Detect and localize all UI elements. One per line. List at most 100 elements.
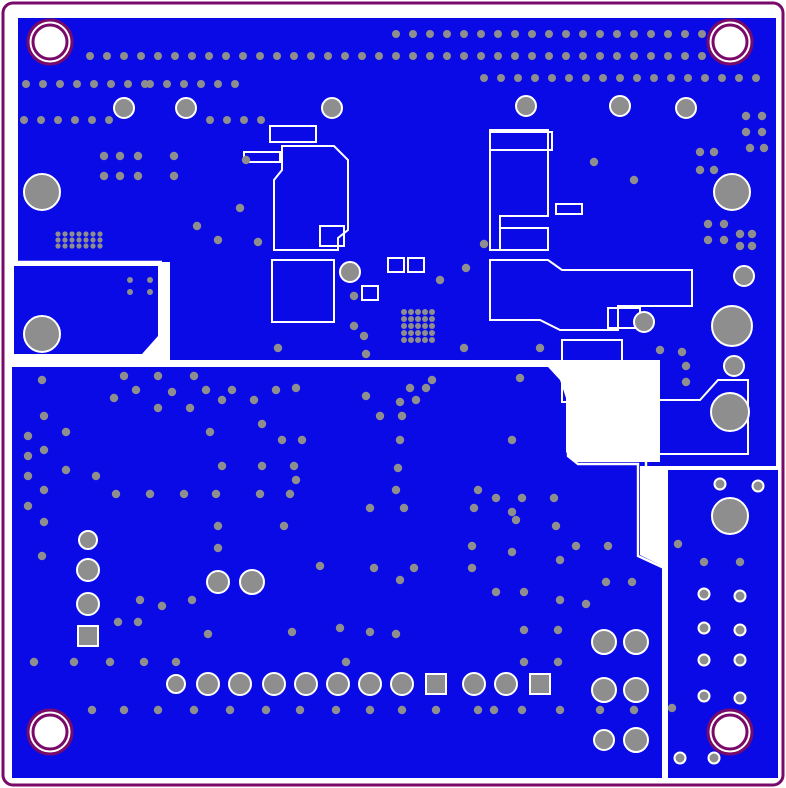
header-pin <box>477 52 485 60</box>
via <box>273 343 283 353</box>
via <box>231 80 239 88</box>
header-pin <box>392 30 400 38</box>
via <box>757 127 767 137</box>
via <box>171 657 181 667</box>
via <box>287 627 297 637</box>
header-pin <box>647 52 655 60</box>
via <box>253 237 263 247</box>
mounting-hole-ring <box>31 713 69 751</box>
via <box>169 171 179 181</box>
via <box>163 80 171 88</box>
via <box>431 705 441 715</box>
header-pin <box>480 74 488 82</box>
via <box>69 657 79 667</box>
via <box>473 485 483 495</box>
via <box>408 323 414 329</box>
round-pad <box>228 672 252 696</box>
via <box>719 219 729 229</box>
via <box>105 116 113 124</box>
via <box>255 489 265 499</box>
via <box>71 116 79 124</box>
via <box>673 751 687 765</box>
via <box>105 657 115 667</box>
via <box>461 263 471 273</box>
via <box>491 587 501 597</box>
via <box>517 493 527 503</box>
via <box>391 629 401 639</box>
header-pin <box>273 52 281 60</box>
via <box>76 243 82 249</box>
via <box>555 555 565 565</box>
via <box>733 653 747 667</box>
via <box>681 377 691 387</box>
round-pad <box>591 629 617 655</box>
via <box>697 587 711 601</box>
via <box>405 383 415 393</box>
via <box>429 337 435 343</box>
header-pin <box>443 30 451 38</box>
via <box>555 705 565 715</box>
via <box>119 371 129 381</box>
via <box>23 431 33 441</box>
via <box>459 343 469 353</box>
via <box>415 330 421 336</box>
via <box>153 371 163 381</box>
round-pad <box>321 97 343 119</box>
round-pad <box>23 173 61 211</box>
via <box>435 275 445 285</box>
via <box>429 309 435 315</box>
component-outlines <box>243 125 749 455</box>
via <box>115 151 125 161</box>
via <box>257 116 265 124</box>
via <box>341 657 351 667</box>
via <box>37 551 47 561</box>
via <box>409 563 419 573</box>
round-pad <box>196 672 220 696</box>
via <box>681 361 691 371</box>
via <box>415 337 421 343</box>
header-pin <box>426 52 434 60</box>
header-pin <box>664 52 672 60</box>
via <box>39 485 49 495</box>
via <box>627 577 637 587</box>
header-pin <box>562 30 570 38</box>
via <box>673 539 683 549</box>
via <box>205 427 215 437</box>
via <box>261 705 271 715</box>
via <box>401 309 407 315</box>
via <box>629 705 639 715</box>
round-pad <box>239 569 265 595</box>
via <box>257 461 267 471</box>
header-pin <box>528 30 536 38</box>
header-pin <box>358 52 366 60</box>
via <box>422 309 428 315</box>
via <box>741 127 751 137</box>
via <box>422 323 428 329</box>
round-pad <box>262 672 286 696</box>
via <box>291 475 301 485</box>
mounting-hole-ring <box>711 713 749 751</box>
header-pin <box>630 52 638 60</box>
via <box>69 237 75 243</box>
via <box>153 705 163 715</box>
via <box>146 80 154 88</box>
via <box>535 343 545 353</box>
via <box>519 657 529 667</box>
header-pin <box>599 74 607 82</box>
round-pad <box>294 672 318 696</box>
header-pin <box>752 74 760 82</box>
via <box>23 451 33 461</box>
via <box>507 435 517 445</box>
large-pads <box>23 95 755 753</box>
via <box>133 617 143 627</box>
via <box>335 623 345 633</box>
header-pin <box>154 52 162 60</box>
via <box>401 323 407 329</box>
header-pin <box>565 74 573 82</box>
via <box>519 587 529 597</box>
via <box>549 493 559 503</box>
via <box>469 503 479 513</box>
via <box>37 375 47 385</box>
via <box>213 521 223 531</box>
via <box>491 493 501 503</box>
